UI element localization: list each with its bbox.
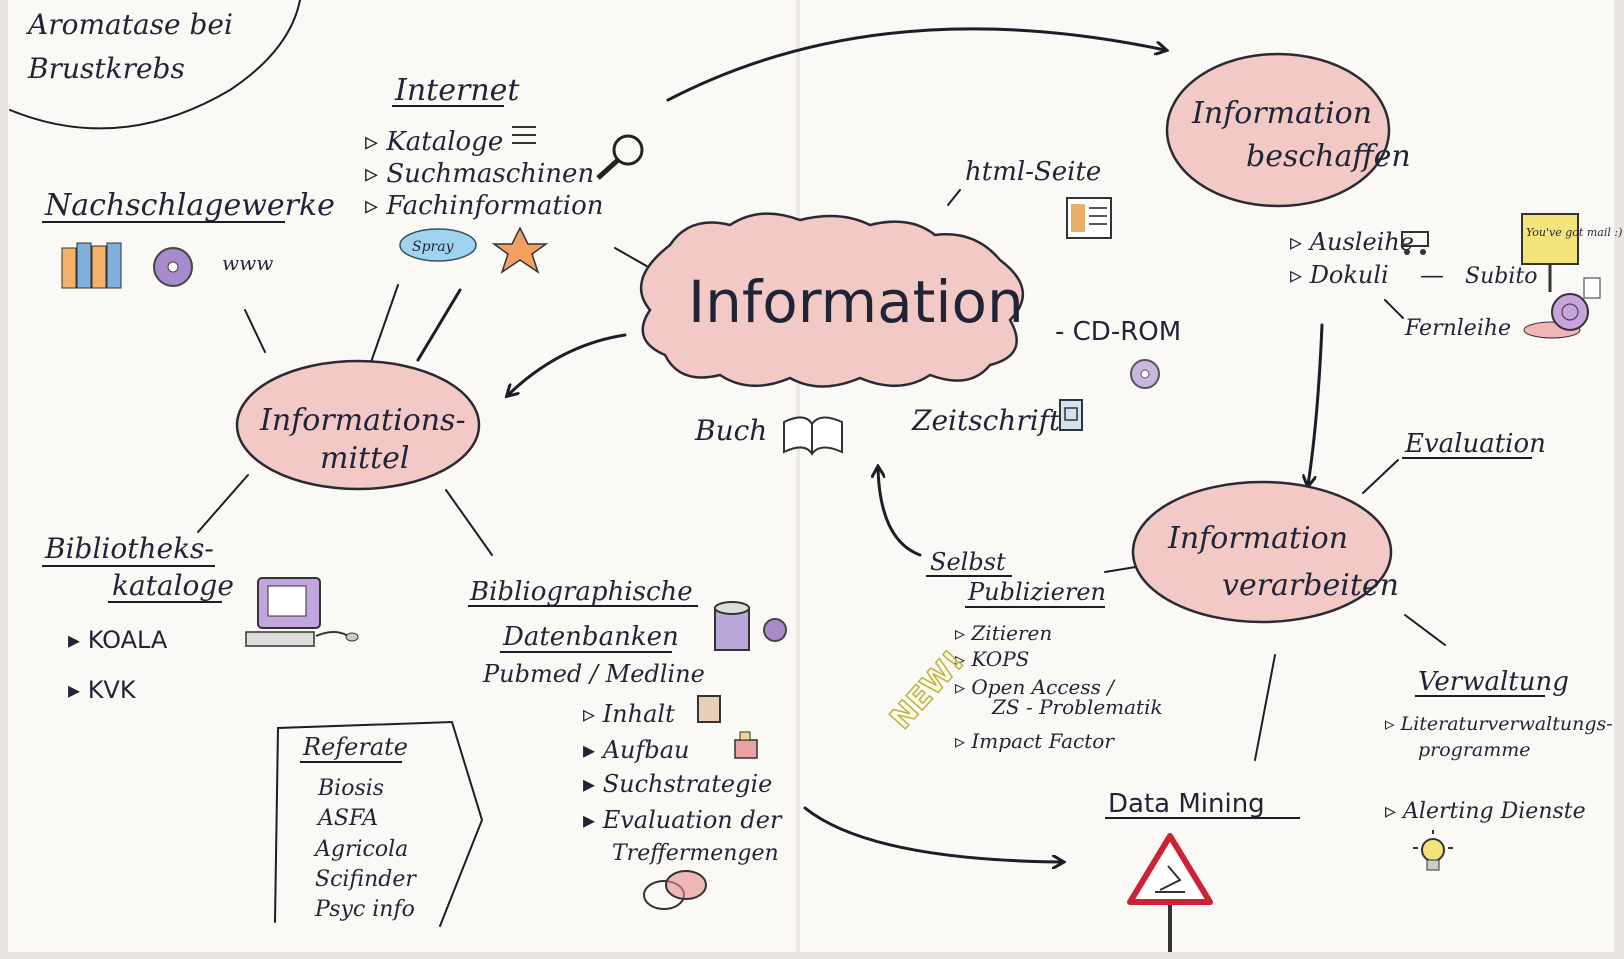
ausleihe-item: ▹ Ausleihe — [1290, 228, 1414, 256]
selbst-title-1: Selbst — [930, 548, 1006, 576]
internet-item-1: ▹ Kataloge — [365, 127, 503, 157]
nachschlage-title: Nachschlagewerke — [44, 188, 335, 223]
computer-icon — [245, 577, 359, 647]
topic-line-2: Brustkrebs — [27, 52, 185, 85]
topic-line-1: Aromatase bei — [25, 8, 233, 41]
verwaltung-item-2: ▹ Alerting Dienste — [1385, 799, 1586, 824]
selbst-item-3: ▹ Open Access / — [955, 675, 1116, 699]
webpage-icon — [1066, 197, 1112, 239]
referate-title: Referate — [302, 733, 408, 761]
book-icon — [783, 416, 843, 456]
list-icon — [512, 126, 536, 144]
magnifier-icon — [596, 134, 644, 180]
biblio-title-1: Bibliographische — [469, 577, 693, 607]
referate-item-2: ASFA — [316, 806, 378, 831]
bibliotheks-title-1: Bibliotheks- — [44, 532, 214, 565]
hub-beschaffen: Information beschaffen — [1165, 52, 1411, 208]
books-icon — [61, 242, 122, 289]
zeitschrift-label: Zeitschrift — [911, 404, 1061, 437]
mail-sign-text: You've got mail :) — [1526, 226, 1622, 239]
verwaltung-item-1b: programme — [1418, 739, 1531, 761]
arrow-to-datamining — [803, 806, 1062, 862]
verwaltung-title: Verwaltung — [1418, 667, 1569, 697]
pubmed-label: Pubmed / Medline — [482, 660, 705, 688]
referate-item-4: Scifinder — [315, 867, 417, 892]
mittel-line-1: Informations- — [259, 403, 466, 438]
center-label: Information — [688, 268, 1024, 336]
www-label: www — [222, 251, 273, 275]
biblio-item-3: ▸ Suchstrategie — [583, 770, 772, 798]
referate-item-1: Biosis — [317, 776, 384, 801]
biblio-item-2: ▸ Aufbau — [583, 736, 690, 764]
subito-label: Subito — [1465, 264, 1537, 289]
topic-circle — [9, 0, 301, 130]
referate-box: Referate Biosis ASFA Agricola Scifinder … — [274, 720, 484, 927]
bibliotheks-title-2: kataloge — [112, 569, 234, 602]
construction-sign-icon — [1127, 833, 1213, 952]
center-cloud: Information — [639, 212, 1025, 388]
html-page-label: html-Seite — [965, 157, 1101, 187]
cart-icon — [1401, 231, 1429, 255]
cdrom-label: - CD-ROM — [1055, 317, 1181, 347]
internet-item-3: ▹ Fachinformation — [365, 191, 604, 221]
tools-icon — [734, 731, 758, 759]
dokuli-item: ▹ Dokuli — [1290, 261, 1389, 289]
biblio-item-4: ▸ Evaluation der — [583, 806, 783, 834]
selbst-item-4: ▹ Impact Factor — [955, 729, 1115, 753]
koala-item: ▸ KOALA — [68, 626, 168, 654]
spray-badge: Spray — [399, 228, 477, 262]
hub-verarbeiten: Information verarbeiten — [1131, 480, 1399, 624]
selbst-item-2: ▹ KOPS — [955, 647, 1029, 671]
arrow-to-center — [878, 468, 922, 557]
arrow-to-beschaffen — [666, 27, 1165, 102]
venn-icon — [643, 870, 707, 910]
snail-icon — [1523, 277, 1601, 339]
beschaffen-line-1: Information — [1191, 96, 1372, 131]
connector-lines — [197, 189, 1446, 761]
arrow-to-verarbeiten — [1308, 323, 1324, 485]
cd-icon — [1130, 359, 1160, 389]
selbst-item-3b: ZS - Problematik — [991, 695, 1163, 719]
kvk-item: ▸ KVK — [68, 676, 137, 704]
internet-title: Internet — [394, 73, 520, 108]
spray-text: Spray — [412, 239, 455, 255]
cd-icon-2 — [153, 247, 193, 287]
database-icon — [714, 601, 787, 651]
selbst-item-1: ▹ Zitieren — [955, 621, 1052, 645]
verwaltung-item-1: ▹ Literaturverwaltungs- — [1385, 713, 1613, 735]
lightbulb-icon — [1413, 830, 1453, 871]
biblio-item-1: ▹ Inhalt — [583, 700, 675, 728]
mail-sign-icon: You've got mail :) — [1521, 213, 1622, 292]
cup-icon — [697, 695, 721, 723]
arrow-to-mittel — [508, 333, 627, 395]
dash-separator: — — [1420, 261, 1444, 289]
mittel-line-2: mittel — [320, 441, 410, 476]
verarbeiten-line-1: Information — [1167, 521, 1348, 556]
datamining-title: Data Mining — [1108, 789, 1265, 819]
evaluation-label: Evaluation — [1404, 429, 1546, 459]
biblio-title-2: Datenbanken — [502, 622, 679, 652]
selbst-title-2: Publizieren — [967, 578, 1106, 606]
magazine-icon — [1059, 399, 1083, 431]
beschaffen-line-2: beschaffen — [1246, 139, 1411, 174]
biblio-item-4b: Treffermengen — [612, 841, 779, 866]
hub-mittel: Informations- mittel — [235, 359, 481, 491]
starfish-icon — [491, 226, 549, 274]
referate-item-3: Agricola — [313, 837, 408, 862]
internet-item-2: ▹ Suchmaschinen — [365, 159, 594, 189]
buch-label: Buch — [694, 414, 767, 447]
fernleihe-label: Fernleihe — [1404, 316, 1511, 341]
verarbeiten-line-2: verarbeiten — [1222, 568, 1399, 603]
referate-item-5: Psyc info — [314, 897, 415, 922]
